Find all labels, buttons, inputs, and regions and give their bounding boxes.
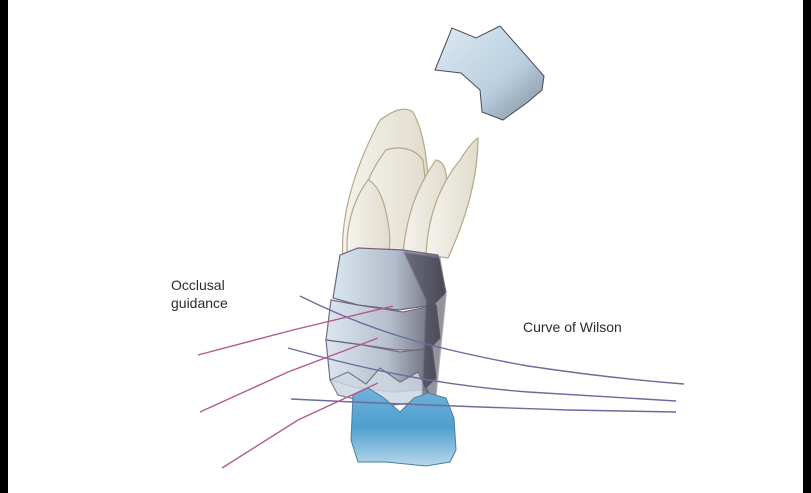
wilson-curve-3 bbox=[291, 399, 676, 412]
tooth-diagram bbox=[8, 0, 803, 493]
tooth-crown bbox=[326, 248, 446, 405]
occlusal-guidance-label-line1: Occlusal bbox=[171, 276, 225, 295]
tooth-roots bbox=[343, 109, 478, 262]
opposing-cusp-upper bbox=[435, 26, 544, 120]
occlusal-guidance-label-line2: guidance bbox=[171, 294, 228, 313]
curve-of-wilson-label: Curve of Wilson bbox=[523, 318, 622, 337]
diagram-canvas: Occlusal guidance Curve of Wilson bbox=[8, 0, 803, 493]
